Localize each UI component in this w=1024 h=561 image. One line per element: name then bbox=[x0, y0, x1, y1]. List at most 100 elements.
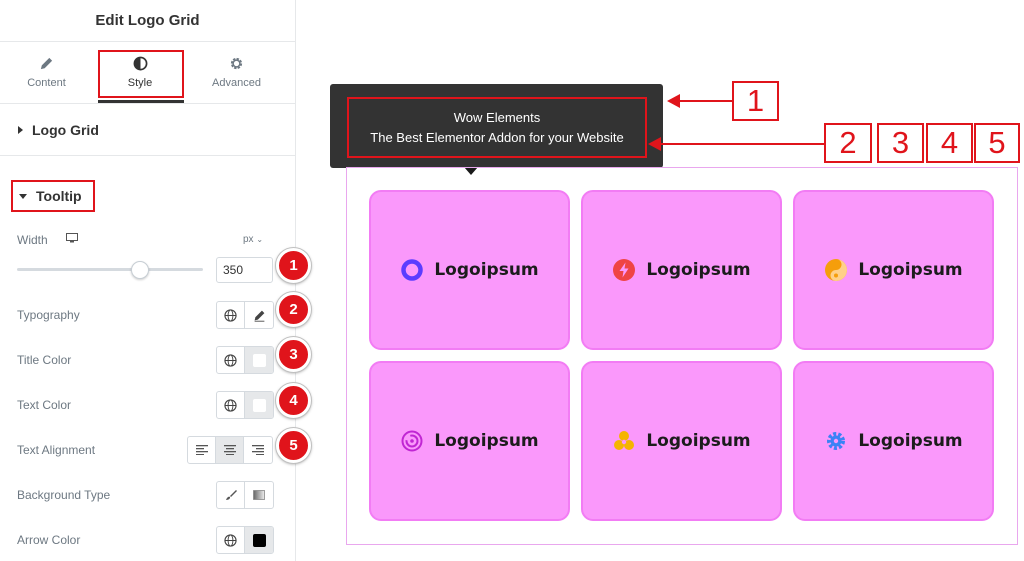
width-slider-handle[interactable] bbox=[130, 261, 149, 279]
callout-4: 4 bbox=[926, 123, 973, 163]
global-text-color-button[interactable] bbox=[217, 392, 245, 418]
logo-card-4[interactable]: Logoipsum bbox=[369, 361, 570, 521]
text-color-swatch bbox=[252, 398, 266, 412]
callout-arrow-head-2 bbox=[648, 137, 661, 151]
brush-icon bbox=[225, 490, 237, 500]
gear-icon bbox=[230, 57, 243, 70]
background-type-label: Background Type bbox=[17, 488, 111, 502]
align-right-button[interactable] bbox=[244, 437, 272, 463]
ring-logo-icon bbox=[401, 259, 424, 281]
callout-1: 1 bbox=[732, 81, 779, 121]
align-center-icon bbox=[223, 445, 236, 455]
background-type-controls bbox=[216, 481, 274, 509]
tooltip-text: The Best Elementor Addon for your Websit… bbox=[370, 130, 624, 145]
title-color-controls bbox=[216, 346, 274, 374]
align-center-button[interactable] bbox=[216, 437, 244, 463]
tooltip-title: Wow Elements bbox=[453, 110, 541, 125]
logo-card-label: Logoipsum bbox=[858, 260, 963, 280]
tooltip-content-highlight: Wow Elements The Best Elementor Addon fo… bbox=[347, 97, 647, 158]
editor-panel: Edit Logo Grid Content Style Advanced Lo… bbox=[0, 0, 296, 561]
align-left-icon bbox=[195, 445, 208, 455]
width-input[interactable]: 350 bbox=[216, 257, 273, 283]
tooltip-arrow bbox=[464, 167, 478, 175]
logo-card-label: Logoipsum bbox=[646, 260, 751, 280]
typography-controls bbox=[216, 301, 274, 329]
step-badge-5: 5 bbox=[276, 428, 311, 463]
pencil-icon bbox=[40, 57, 53, 70]
edit-typography-button[interactable] bbox=[245, 302, 273, 328]
section-logo-grid-label: Logo Grid bbox=[32, 121, 99, 138]
tab-advanced-label: Advanced bbox=[212, 77, 261, 89]
logo-card-label: Logoipsum bbox=[858, 431, 963, 451]
global-title-color-button[interactable] bbox=[217, 347, 245, 373]
step-badge-1: 1 bbox=[276, 248, 311, 283]
globe-icon bbox=[224, 353, 237, 367]
logo-card-6[interactable]: Logoipsum bbox=[793, 361, 994, 521]
tab-advanced[interactable]: Advanced bbox=[187, 42, 286, 103]
callout-arrow-line-1 bbox=[680, 100, 732, 102]
section-logo-grid[interactable]: Logo Grid bbox=[0, 104, 295, 156]
arrow-color-controls bbox=[216, 526, 274, 554]
align-right-icon bbox=[252, 445, 264, 455]
step-badge-2: 2 bbox=[276, 292, 311, 327]
title-color-label: Title Color bbox=[17, 353, 72, 367]
active-tab-underline bbox=[98, 100, 184, 103]
trefoil-logo-icon bbox=[614, 431, 635, 450]
text-alignment-label: Text Alignment bbox=[17, 443, 96, 457]
title-color-swatch bbox=[252, 353, 266, 367]
typography-label: Typography bbox=[17, 308, 80, 322]
panel-tabs: Content Style Advanced bbox=[0, 42, 295, 104]
caret-down-icon bbox=[19, 193, 27, 199]
step-badge-4: 4 bbox=[276, 383, 311, 418]
globe-icon bbox=[224, 308, 237, 322]
logo-card-2[interactable]: Logoipsum bbox=[581, 190, 782, 350]
arrow-color-swatch bbox=[252, 533, 266, 547]
width-slider[interactable] bbox=[17, 268, 203, 271]
tab-style-label: Style bbox=[127, 77, 153, 89]
logo-grid-container bbox=[346, 167, 1018, 545]
text-color-label: Text Color bbox=[17, 398, 72, 412]
text-color-controls bbox=[216, 391, 274, 419]
tab-content[interactable]: Content bbox=[0, 42, 93, 103]
logo-card-label: Logoipsum bbox=[646, 431, 751, 451]
gear-logo-icon bbox=[827, 432, 846, 450]
caret-right-icon bbox=[18, 125, 23, 134]
background-gradient-button[interactable] bbox=[245, 482, 273, 508]
logo-card-3[interactable]: Logoipsum bbox=[793, 190, 994, 350]
yinyang-logo-icon bbox=[825, 259, 848, 281]
width-unit: px bbox=[243, 234, 254, 245]
background-classic-button[interactable] bbox=[217, 482, 245, 508]
tab-style[interactable]: Style bbox=[93, 42, 187, 103]
logo-card-1[interactable]: Logoipsum bbox=[369, 190, 570, 350]
width-unit-select[interactable]: px ⌄ bbox=[243, 234, 263, 245]
logo-card-label: Logoipsum bbox=[434, 431, 539, 451]
bolt-logo-icon bbox=[613, 259, 636, 281]
section-tooltip[interactable]: Tooltip bbox=[11, 180, 95, 212]
arrow-color-label: Arrow Color bbox=[17, 533, 81, 547]
desktop-icon[interactable] bbox=[66, 233, 78, 243]
callout-3: 3 bbox=[877, 123, 924, 163]
step-badge-3: 3 bbox=[276, 337, 311, 372]
title-color-picker[interactable] bbox=[245, 347, 273, 373]
arrow-color-picker[interactable] bbox=[245, 527, 273, 553]
width-label: Width bbox=[17, 233, 48, 247]
swirl-logo-icon bbox=[401, 430, 423, 452]
pencil-icon bbox=[254, 310, 264, 322]
callout-arrow-head-1 bbox=[667, 94, 680, 108]
half-circle-icon bbox=[133, 56, 147, 71]
text-alignment-controls bbox=[187, 436, 273, 464]
align-left-button[interactable] bbox=[188, 437, 216, 463]
logo-card-5[interactable]: Logoipsum bbox=[581, 361, 782, 521]
global-typography-button[interactable] bbox=[217, 302, 245, 328]
callout-5: 5 bbox=[974, 123, 1020, 163]
style-tab-highlight bbox=[98, 50, 184, 98]
panel-title: Edit Logo Grid bbox=[0, 0, 295, 42]
global-arrow-color-button[interactable] bbox=[217, 527, 245, 553]
gradient-icon bbox=[253, 490, 265, 500]
globe-icon bbox=[224, 398, 237, 412]
text-color-picker[interactable] bbox=[245, 392, 273, 418]
callout-2: 2 bbox=[824, 123, 872, 163]
callout-arrow-line-2 bbox=[660, 143, 824, 145]
logo-card-label: Logoipsum bbox=[434, 260, 539, 280]
